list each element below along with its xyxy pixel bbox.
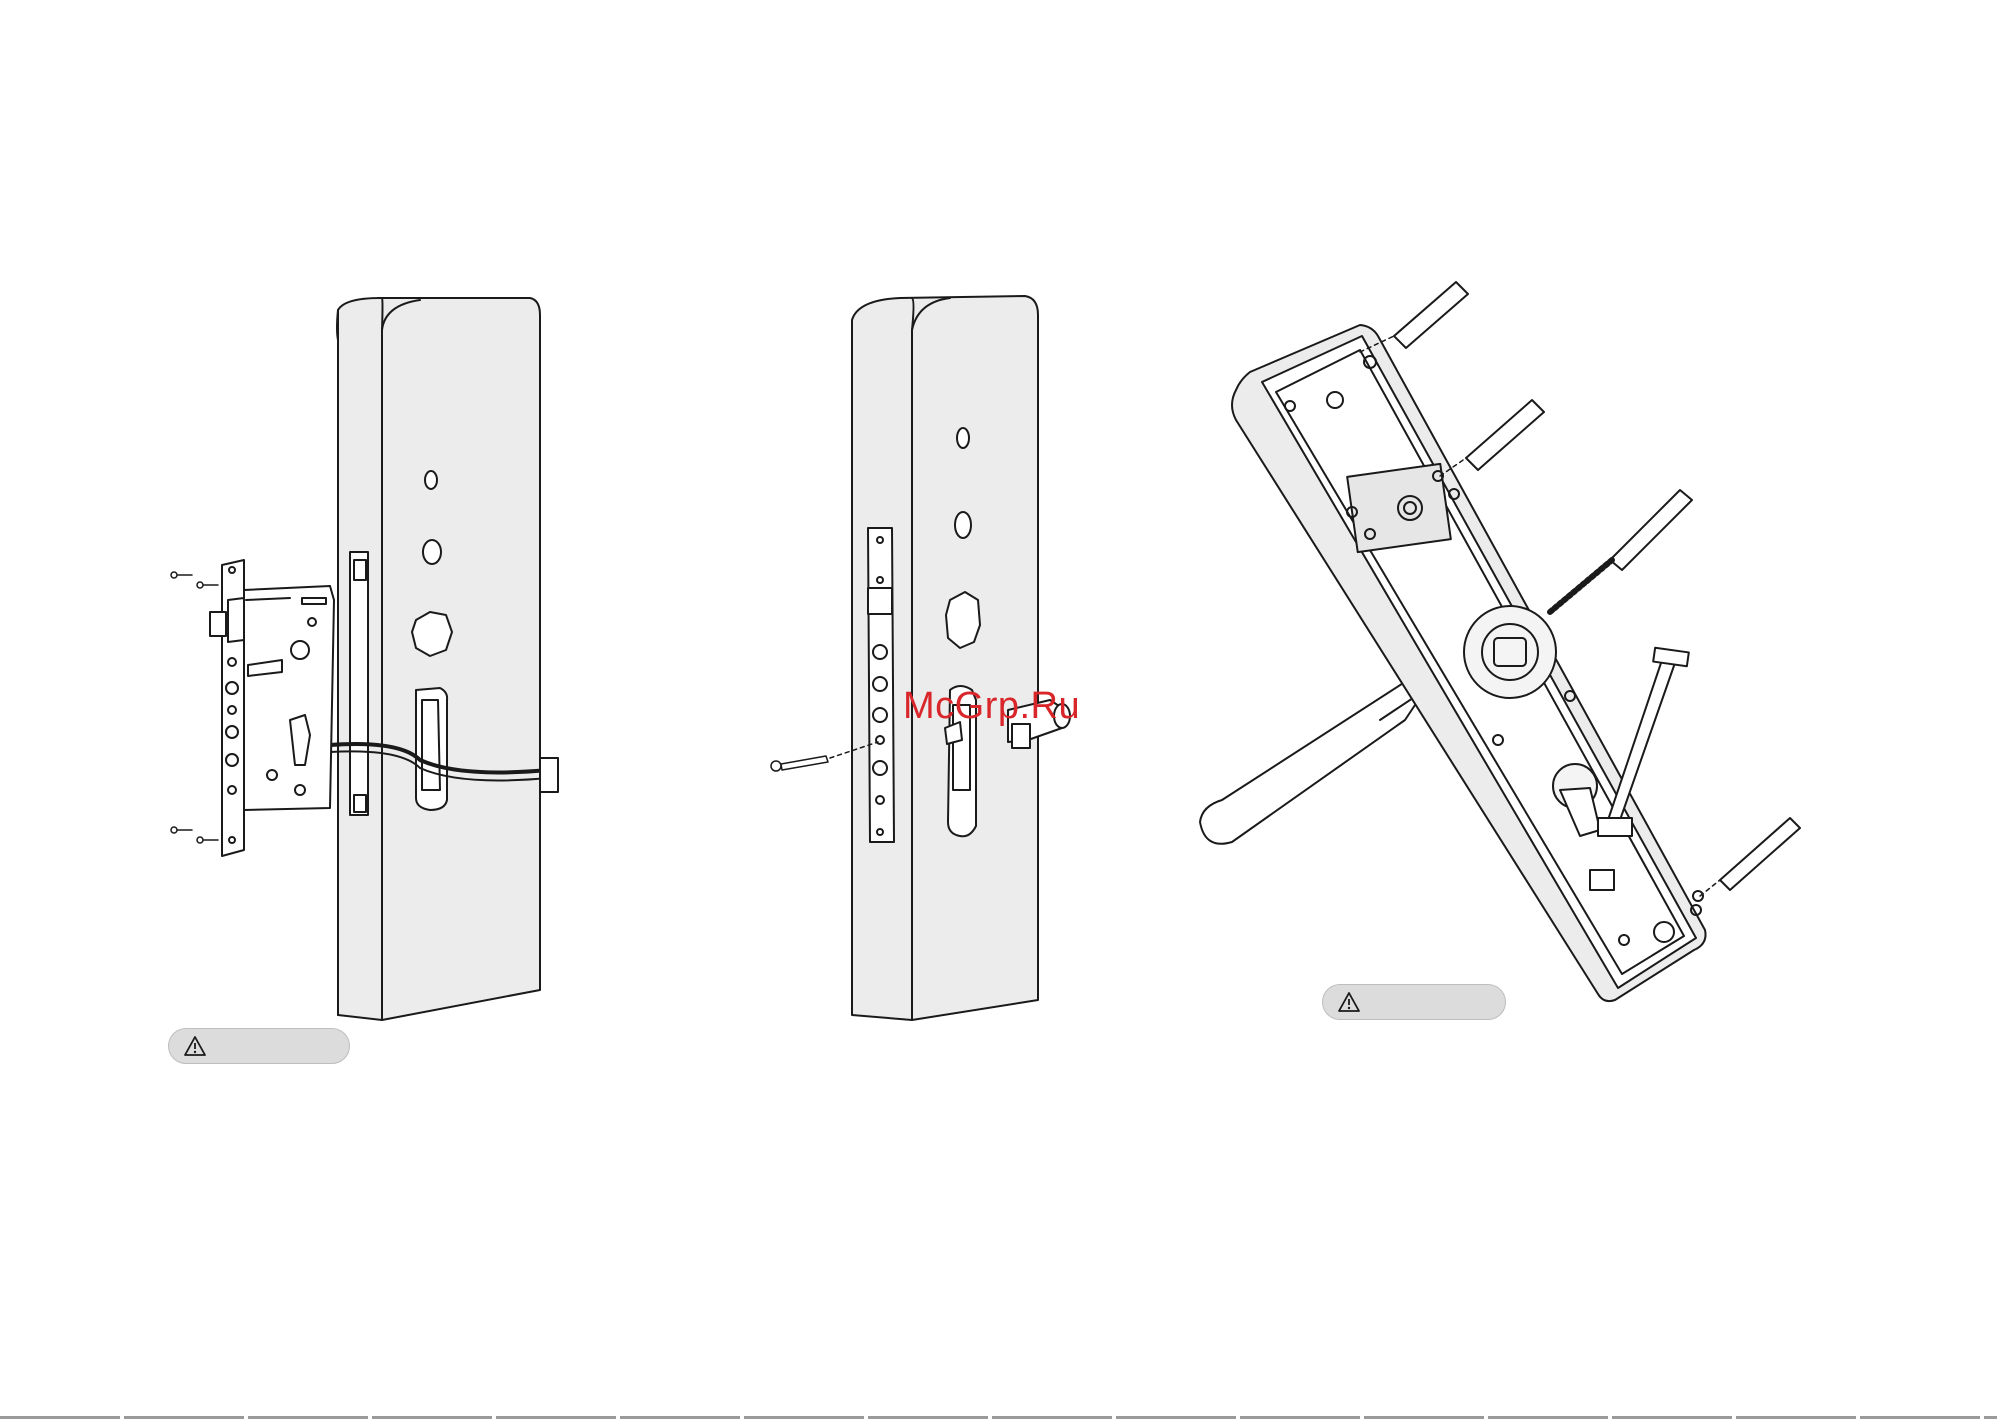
warning-triangle-icon <box>1337 991 1361 1013</box>
figure-cylinder <box>771 296 1070 1020</box>
cable-connector-1 <box>540 758 558 792</box>
warning-badge-3 <box>1322 984 1506 1020</box>
spindle-spring <box>1550 490 1692 612</box>
door-slab-1 <box>337 298 540 1020</box>
figure-mortise-lock <box>171 298 558 1020</box>
lever-handle <box>1200 680 1425 844</box>
watermark-text: McGrp.Ru <box>903 685 1080 728</box>
figure-back-panel <box>1200 282 1800 1001</box>
door-slab-2 <box>852 296 1038 1020</box>
warning-badge-1 <box>168 1028 350 1064</box>
warning-triangle-icon <box>183 1035 207 1057</box>
mortise-lock-body <box>210 560 334 856</box>
ribbon-cable <box>1608 660 1676 820</box>
